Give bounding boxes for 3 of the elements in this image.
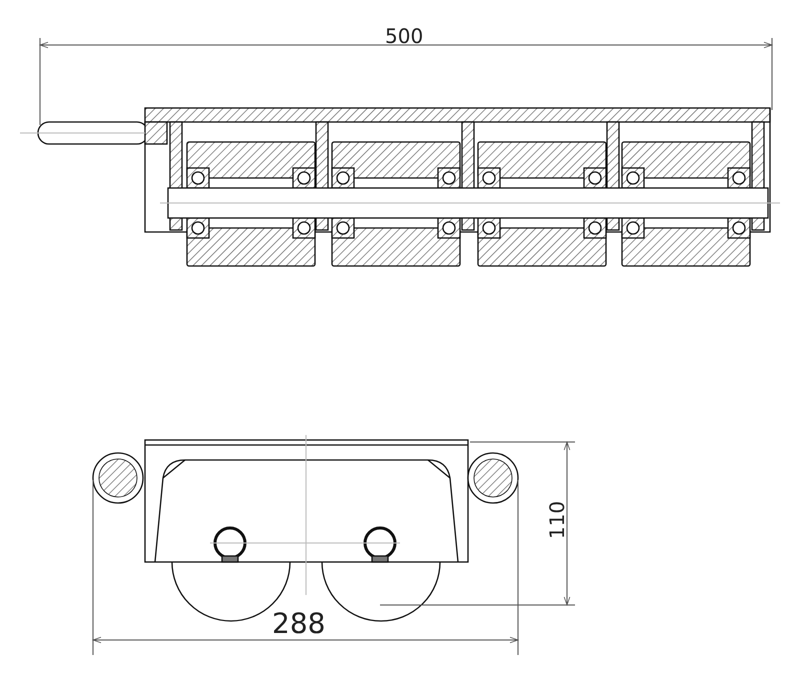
dimension-value: 110 — [547, 500, 568, 540]
dimension-value: 500 — [385, 26, 424, 46]
dimension-value: 288 — [272, 610, 326, 638]
